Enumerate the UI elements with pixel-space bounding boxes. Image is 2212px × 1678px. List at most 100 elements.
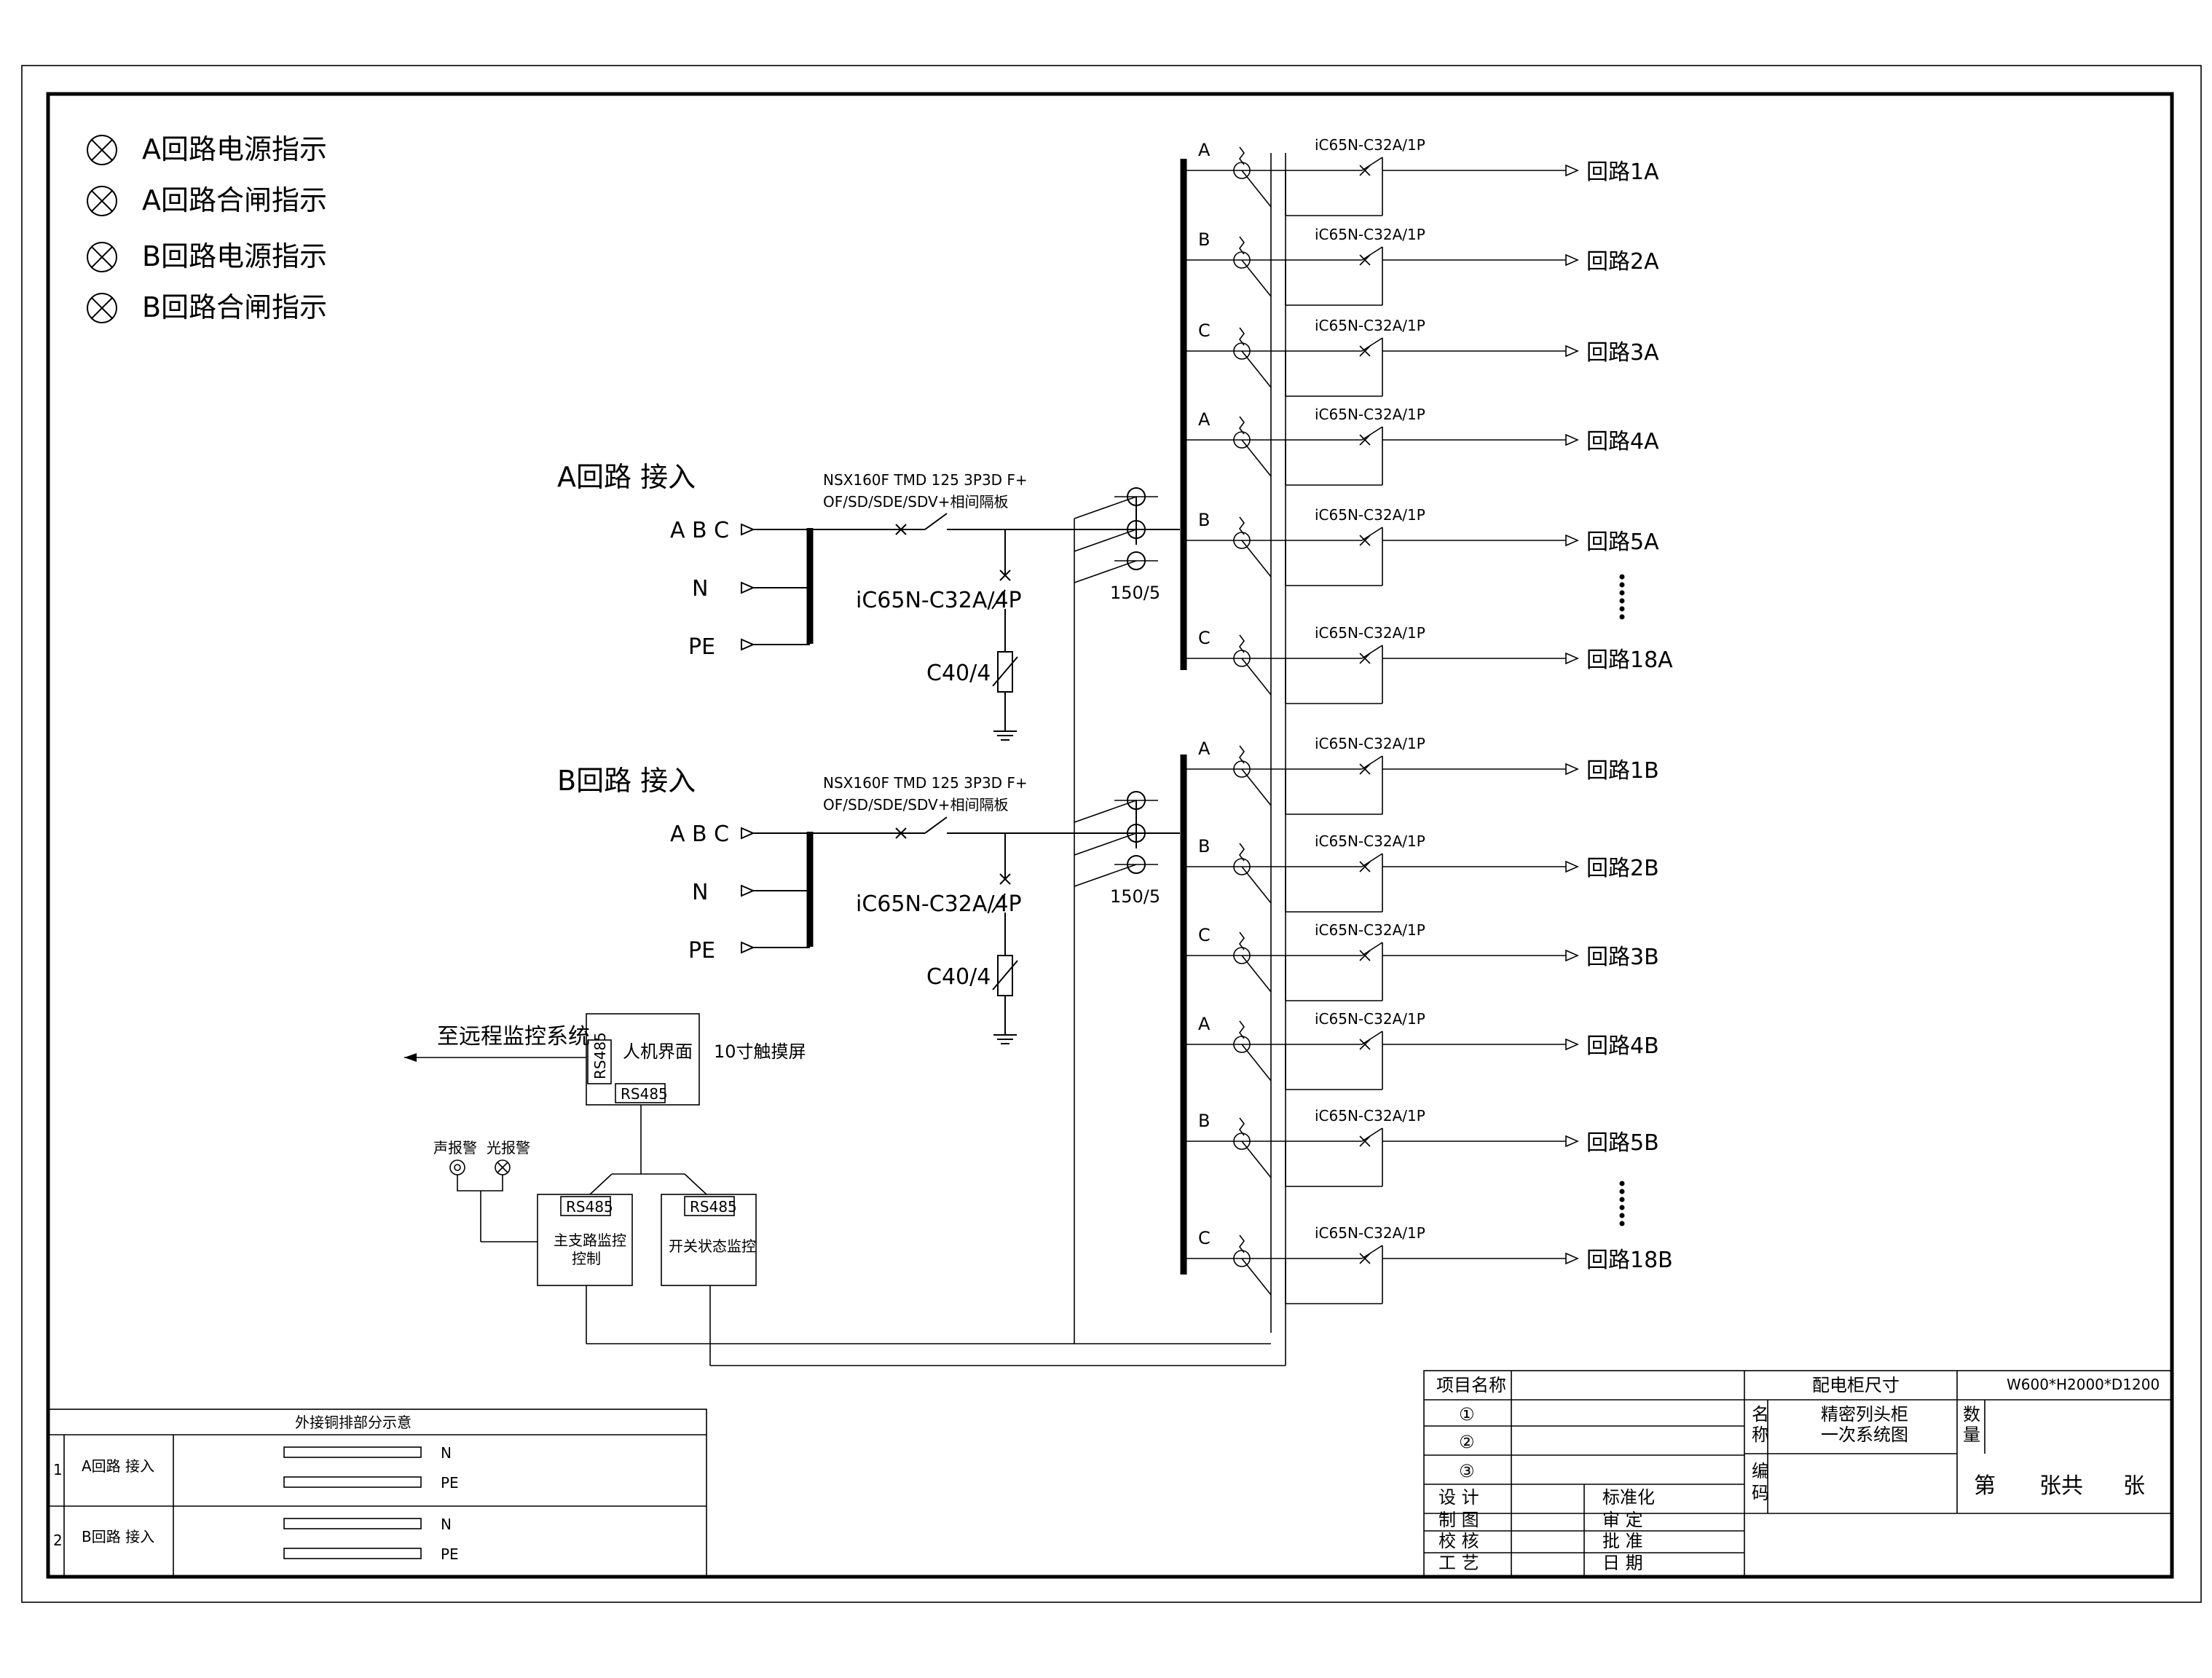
feeder-name: 回路18B (1586, 1248, 1673, 1273)
cabinet-size-value: W600*H2000*D1200 (2007, 1376, 2160, 1393)
breaker-contact (1361, 157, 1383, 171)
busbar-table-title: 外接铜排部分示意 (295, 1414, 412, 1431)
arrow-right-icon (1565, 1038, 1579, 1051)
arrow-right-icon (1565, 1252, 1579, 1265)
phase-label: A B C (670, 518, 729, 543)
terminal-arrow-icon (741, 638, 755, 651)
feeder-breaker-spec: iC65N-C32A/1P (1315, 226, 1425, 243)
terminal-arrow-icon (741, 884, 755, 897)
legend: A回路电源指示 A回路合闸指示 B回路电源指示 B回路合闸指示 (87, 133, 327, 323)
phase-label: B (1198, 1111, 1210, 1131)
incomer-b: B回路 接入 A B C N PE NSX160F TMD 125 3P3D F… (557, 765, 1180, 1044)
arrow-right-icon (1565, 1135, 1579, 1148)
hmi-port-bottom: RS485 (621, 1085, 668, 1103)
phase-label: B (1198, 836, 1210, 856)
craft-label: 工 艺 (1438, 1553, 1479, 1573)
neutral-label: N (692, 576, 708, 602)
terminal-arrow-icon (741, 827, 755, 840)
quantity-label: 量 (1963, 1425, 1980, 1445)
feeder-name: 回路2A (1586, 249, 1659, 275)
main-breaker-contact (924, 513, 948, 530)
current-transformer (1127, 520, 1146, 539)
feeder-name: 回路5B (1586, 1130, 1659, 1156)
approve-label: 批 准 (1602, 1531, 1643, 1551)
breaker-contact (1361, 1031, 1383, 1045)
busbar-table: 外接铜排部分示意 1 A回路 接入 N PE 2 B回路 接入 N PE (47, 1409, 707, 1577)
date-label: 日 期 (1602, 1553, 1643, 1573)
current-transformer (1127, 824, 1146, 843)
spd-spec: C40/4 (926, 964, 991, 990)
bar-label: N (441, 1516, 452, 1533)
legend-item: A回路合闸指示 (87, 184, 327, 216)
legend-label: B回路合闸指示 (142, 291, 327, 323)
standard-label: 标准化 (1602, 1487, 1655, 1508)
spd-spec: C40/4 (926, 661, 991, 686)
row-number: 2 (53, 1532, 63, 1549)
project-name-label: 项目名称 (1436, 1375, 1506, 1395)
pe-label: PE (688, 938, 715, 964)
main-breaker-accessories: OF/SD/SDE/SDV+相间隔板 (823, 493, 1008, 511)
legend-label: A回路电源指示 (142, 133, 327, 165)
breaker-contact (1361, 1245, 1383, 1259)
breaker-contact (1361, 645, 1383, 659)
arrow-right-icon (1565, 534, 1579, 547)
sheet-label: 张共 (2039, 1473, 2083, 1499)
name-label: 名 (1752, 1404, 1769, 1425)
bar-label: PE (441, 1474, 459, 1492)
buzzer-icon (449, 1159, 465, 1175)
review-label: 审 定 (1602, 1510, 1643, 1530)
row-label: A回路 接入 (82, 1457, 154, 1475)
breaker-contact (1361, 337, 1383, 352)
revision-3: ③ (1459, 1461, 1475, 1481)
legend-item: B回路合闸指示 (87, 291, 327, 323)
phase-label: A (1198, 140, 1211, 160)
feeder-name: 回路4A (1586, 429, 1659, 454)
phase-label: B (1198, 229, 1210, 250)
continuation-dots (1619, 1181, 1625, 1226)
arrow-right-icon (1565, 763, 1579, 776)
feeder-breaker-spec: iC65N-C32A/1P (1315, 624, 1425, 642)
module1-label-1: 主支路监控 (554, 1232, 626, 1249)
bar-label: N (441, 1444, 452, 1462)
feeder-name: 回路2B (1586, 856, 1659, 881)
hmi-box (586, 1013, 700, 1106)
feeder-breaker-spec: iC65N-C32A/1P (1315, 506, 1425, 524)
legend-item: B回路电源指示 (87, 240, 327, 272)
inner-border (46, 92, 2174, 1579)
drawing-name-2: 一次系统图 (1821, 1425, 1908, 1445)
main-breaker-spec: NSX160F TMD 125 3P3D F+ (823, 774, 1028, 792)
feeder-name: 回路18A (1586, 647, 1673, 673)
phase-label: A (1198, 409, 1211, 430)
incomer-title: A回路 接入 (557, 461, 696, 493)
ground-icon (993, 730, 1017, 741)
name-label: 称 (1752, 1425, 1769, 1445)
row-number: 1 (53, 1461, 63, 1478)
legend-label: B回路电源指示 (142, 240, 327, 272)
draw-label: 制 图 (1438, 1510, 1479, 1530)
sheet-label: 张 (2123, 1473, 2145, 1499)
feeder-breaker-spec: iC65N-C32A/1P (1315, 1107, 1425, 1124)
arrow-right-icon (1565, 164, 1579, 177)
indicator-lamp-icon (91, 297, 113, 319)
phase-label: A (1198, 1014, 1211, 1034)
module2-label: 开关状态监控 (669, 1237, 756, 1255)
terminal-arrow-icon (741, 941, 755, 954)
breaker-contact (1361, 246, 1383, 261)
spd-breaker-spec: iC65N-C32A/4P (856, 588, 1022, 613)
ground-icon (993, 1034, 1017, 1044)
drawing-name-1: 精密列头柜 (1821, 1404, 1908, 1425)
pe-label: PE (688, 634, 715, 660)
busbar-n (283, 1518, 422, 1529)
design-label: 设 计 (1438, 1487, 1479, 1508)
module1-label-2: 控制 (572, 1250, 601, 1267)
breaker-contact (1361, 755, 1383, 770)
feeder-breaker-spec: iC65N-C32A/1P (1315, 136, 1425, 154)
